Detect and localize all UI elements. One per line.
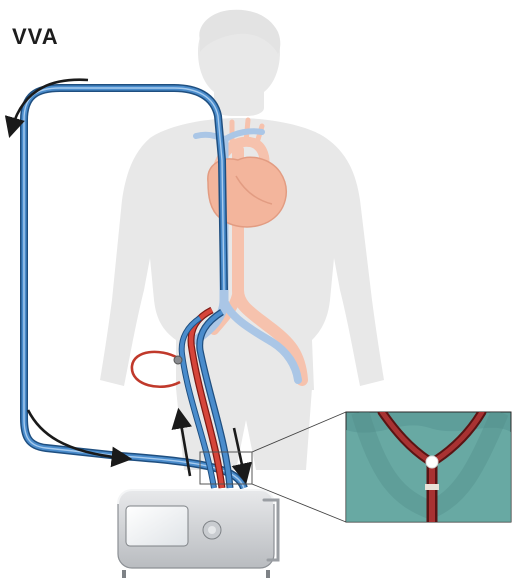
distal-perfusion-line [132, 352, 182, 387]
diagram-title: VVA [12, 24, 59, 50]
ecmo-console-icon [118, 490, 278, 578]
inset-photo-y-cannula [346, 412, 511, 530]
